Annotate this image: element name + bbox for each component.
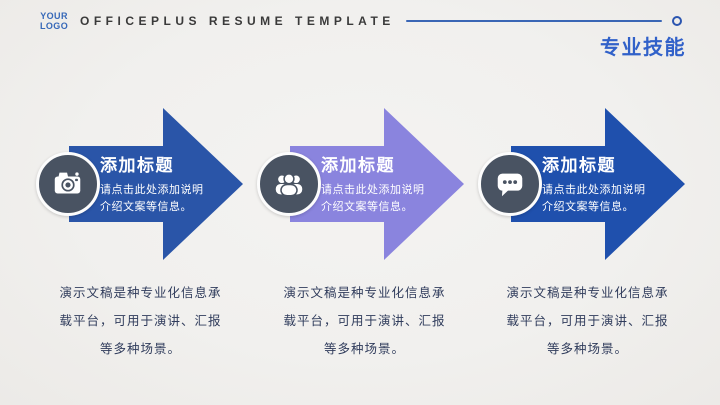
step-desc-placeholder[interactable]: 请点击此处添加说明 介绍文案等信息。 (542, 182, 646, 216)
step-desc-line1: 请点击此处添加说明 (100, 184, 204, 196)
step-desc-placeholder[interactable]: 请点击此处添加说明 介绍文案等信息。 (100, 182, 204, 216)
step-desc-line2: 介绍文案等信息。 (542, 201, 634, 213)
arrow-polygon (511, 108, 685, 260)
step-icon-circle (478, 152, 542, 216)
header-title: OFFICEPLUS RESUME TEMPLATE (80, 14, 395, 28)
arrow-polygon (290, 108, 464, 260)
step-title-placeholder[interactable]: 添加标题 (321, 156, 395, 175)
step-title-placeholder[interactable]: 添加标题 (100, 156, 174, 175)
arrow-polygon (69, 108, 243, 260)
step-desc-placeholder[interactable]: 请点击此处添加说明 介绍文案等信息。 (321, 182, 425, 216)
camera-icon (54, 172, 81, 194)
caption-line3: 等多种场景。 (546, 342, 628, 356)
arrow-shape (511, 108, 685, 260)
caption-line1: 演示文稿是种专业化信息承 (283, 286, 446, 300)
caption-line2: 载平台，可用于演讲、汇报 (283, 314, 446, 328)
caption-line3: 等多种场景。 (99, 342, 181, 356)
caption-line2: 载平台，可用于演讲、汇报 (506, 314, 669, 328)
step-item-1[interactable]: 添加标题 请点击此处添加说明 介绍文案等信息。 (35, 105, 250, 265)
caption-line1: 演示文稿是种专业化信息承 (59, 286, 222, 300)
step-caption-2[interactable]: 演示文稿是种专业化信息承 载平台，可用于演讲、汇报 等多种场景。 (262, 279, 467, 363)
step-caption-1[interactable]: 演示文稿是种专业化信息承 载平台，可用于演讲、汇报 等多种场景。 (38, 279, 243, 363)
logo: YOUR LOGO (40, 11, 69, 31)
step-icon-circle (257, 152, 321, 216)
step-title-placeholder[interactable]: 添加标题 (542, 156, 616, 175)
step-item-3[interactable]: 添加标题 请点击此处添加说明 介绍文案等信息。 (477, 105, 692, 265)
step-caption-3[interactable]: 演示文稿是种专业化信息承 载平台，可用于演讲、汇报 等多种场景。 (485, 279, 690, 363)
chat-bubble-icon (497, 173, 523, 197)
caption-line3: 等多种场景。 (323, 342, 405, 356)
caption-line1: 演示文稿是种专业化信息承 (506, 286, 669, 300)
step-icon-circle (36, 152, 100, 216)
step-desc-line1: 请点击此处添加说明 (321, 184, 425, 196)
people-icon (275, 173, 303, 197)
logo-line1: YOUR (40, 11, 68, 21)
arrow-shape (290, 108, 464, 260)
page-title: 专业技能 (600, 37, 686, 59)
arrow-shape (69, 108, 243, 260)
step-desc-line2: 介绍文案等信息。 (321, 201, 413, 213)
step-desc-line2: 介绍文案等信息。 (100, 201, 192, 213)
logo-line2: LOGO (40, 20, 69, 31)
step-desc-line1: 请点击此处添加说明 (542, 184, 646, 196)
caption-line2: 载平台，可用于演讲、汇报 (59, 314, 222, 328)
step-item-2[interactable]: 添加标题 请点击此处添加说明 介绍文案等信息。 (256, 105, 471, 265)
header-divider-line (406, 20, 662, 22)
header-ring-icon (672, 16, 682, 26)
